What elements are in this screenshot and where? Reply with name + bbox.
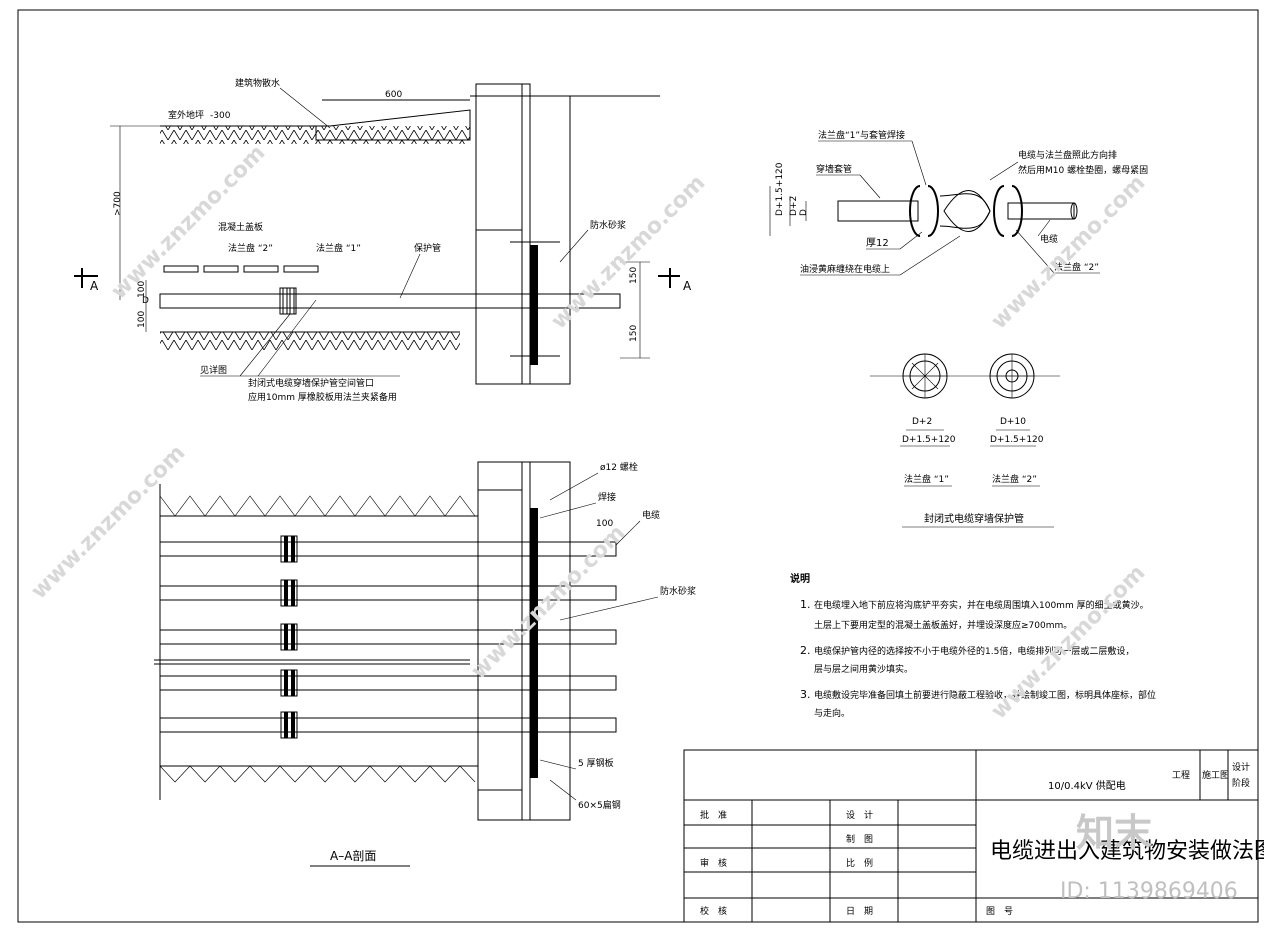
plan-outer-1: D+1.5+120 — [902, 435, 956, 445]
ground-soil-bottom — [160, 332, 460, 350]
dim-600: 600 — [385, 90, 402, 100]
tb-drawing-no: 图 号 — [986, 906, 1013, 917]
tb-design2: 设 计 — [846, 809, 873, 821]
dim-150-b: 150 — [629, 325, 639, 342]
tb-phase: 阶段 — [1232, 777, 1250, 789]
note-1-line-2: 土层上下要用定型的混凝土盖板盖好，并埋设深度应≥700mm。 — [814, 619, 1072, 631]
plan-label-2: 法兰盘 “2” — [992, 473, 1037, 485]
label-bolt-note-1: 电缆与法兰盘照此方向排 — [1018, 149, 1117, 161]
flange-plan-2 — [960, 353, 1060, 399]
label-cable: 电缆 — [1040, 233, 1058, 245]
tb-check: 校 核 — [700, 905, 727, 917]
watermark-id: ID: 1139869406 — [1060, 879, 1238, 904]
watermark-2: www.znzmo.com — [547, 170, 711, 334]
tb-draw: 制 图 — [846, 833, 873, 845]
tb-stage: 施工图 — [1202, 769, 1229, 781]
wall-brick — [475, 83, 523, 385]
pipe-row-5 — [159, 711, 617, 739]
ground-soil-top — [160, 126, 470, 144]
label-flange-weld: 法兰盘“1”与套管焊接 — [818, 129, 905, 141]
note-3-line-1: 电缆敷设完毕准备回填土前要进行隐蔽工程验收，并绘制竣工图，标明具体座标，部位 — [814, 689, 1156, 701]
dim-100-b: 100 — [137, 311, 147, 328]
note-line-1: 封闭式电缆穿墙保护管空间管口 — [248, 377, 374, 389]
plan-title: 封闭式电缆穿墙保护管 — [924, 512, 1024, 525]
label-flange-1: 法兰盘 “1” — [316, 242, 361, 254]
watermark-4: www.znzmo.com — [27, 440, 191, 604]
dim-inner: D+2 — [789, 196, 799, 216]
protect-pipe — [159, 293, 621, 309]
pipe-row-2 — [159, 579, 617, 607]
tb-gongcheng: 工程 — [1172, 770, 1190, 781]
label-steel-plate: 5 厚钢板 — [578, 757, 614, 769]
label-thick-12: 厚12 — [866, 237, 889, 249]
note-2-line-1: 电缆保护管内径的选择按不小于电缆外径的1.5倍，电缆排列可一层或二层敷设， — [814, 645, 1134, 657]
label-cable-aa: 电缆 — [642, 509, 660, 521]
note-2-num: 2. — [800, 644, 811, 657]
label-waterproof: 防水砂浆 — [590, 219, 626, 231]
label-bolt-note-2: 然后用M10 螺栓垫圈，螺母紧固 — [1018, 164, 1148, 176]
pipe-row-3 — [159, 623, 617, 651]
tb-date: 日 期 — [846, 906, 873, 917]
note-3-line-2: 与走向。 — [814, 707, 850, 719]
top-section: 600 建筑物散水 室外地坪 -300 >700 100 100 D A A 混… — [74, 77, 692, 403]
section-mark-right: A — [683, 279, 692, 293]
tb-scale: 比 例 — [846, 857, 873, 869]
tb-project: 10/0.4kV 供配电 — [1048, 779, 1126, 792]
detail-flange: 法兰盘“1”与套管焊接 穿墙套管 电缆与法兰盘照此方向排 然后用M10 螺栓垫圈… — [769, 129, 1148, 528]
label-bolt: ø12 螺栓 — [600, 461, 638, 473]
note-1-num: 1. — [800, 598, 811, 611]
note-2-line-2: 层与层之间用黄沙填实。 — [814, 663, 913, 675]
label-outdoor-grade: 室外地坪 — [168, 109, 204, 121]
tb-title: 电缆进出入建筑物安装做法图 — [990, 839, 1264, 864]
watermark-brand: 知末 — [1076, 811, 1152, 855]
tb-review: 审 核 — [700, 857, 727, 869]
label-see-detail: 见详图 — [200, 364, 227, 376]
note-line-2: 应用10mm 厚橡胶板用法兰夹紧备用 — [248, 391, 397, 403]
tb-design: 设计 — [1232, 761, 1250, 773]
label-flange-2: 法兰盘 “2” — [228, 242, 273, 254]
flange-plan-1 — [870, 353, 960, 399]
watermarks: www.znzmo.com www.znzmo.com www.znzmo.co… — [27, 140, 1151, 724]
dim-100-aa: 100 — [596, 519, 613, 529]
dim-outer: D+1.5+120 — [775, 162, 785, 216]
plan-label-1: 法兰盘 “1” — [904, 473, 949, 485]
watermark-3: www.znzmo.com — [987, 170, 1151, 334]
plan-outer-2: D+1.5+120 — [990, 435, 1044, 445]
label-flange-2-detail: 法兰盘 “2” — [1054, 261, 1099, 273]
label-concrete-cover: 混凝土盖板 — [218, 221, 263, 233]
dim-d-detail: D — [799, 209, 809, 216]
drawing-frame — [17, 9, 1259, 923]
pipe-row-1 — [159, 535, 617, 563]
steel-plate — [530, 245, 538, 365]
plan-d2: D+2 — [912, 417, 932, 427]
label-building-drip: 建筑物散水 — [235, 77, 280, 89]
note-1-line-1: 在电缆埋入地下前应将沟底铲平夯实，并在电缆周围填入100mm 厚的细土或黄沙。 — [814, 599, 1149, 611]
tb-approve: 批 准 — [700, 809, 727, 821]
section-mark-left: A — [90, 279, 99, 293]
dim-100-a: 100 — [137, 281, 147, 298]
label-grade-elev: -300 — [210, 111, 231, 121]
note-3-num: 3. — [800, 688, 811, 701]
label-flat-steel: 60×5扁钢 — [578, 799, 621, 811]
label-waterproof-aa: 防水砂浆 — [660, 585, 696, 597]
dim-depth: >700 — [113, 191, 123, 216]
label-sleeve: 穿墙套管 — [816, 163, 852, 175]
title-block: 10/0.4kV 供配电 工程 施工图 设计 阶段 批 准 审 核 校 核 设 … — [683, 749, 1264, 923]
pipe-row-4 — [159, 669, 617, 697]
watermark-5: www.znzmo.com — [467, 520, 631, 684]
label-wrap: 油浸黄麻缠绕在电缆上 — [800, 263, 890, 275]
dim-d: D — [142, 296, 149, 306]
dim-150-a: 150 — [629, 267, 639, 284]
plan-d10: D+10 — [1000, 417, 1026, 427]
label-protect-pipe: 保护管 — [414, 242, 441, 254]
notes-heading: 说明 — [790, 572, 810, 585]
section-aa-title: A–A剖面 — [330, 849, 376, 863]
notes-block: 说明 1. 在电缆埋入地下前应将沟底铲平夯实，并在电缆周围填入100mm 厚的细… — [790, 572, 1156, 719]
label-weld: 焊接 — [598, 491, 616, 503]
section-aa: ø12 螺栓 焊接 100 电缆 防水砂浆 5 厚钢板 60×5扁钢 A–A剖面 — [154, 461, 696, 867]
